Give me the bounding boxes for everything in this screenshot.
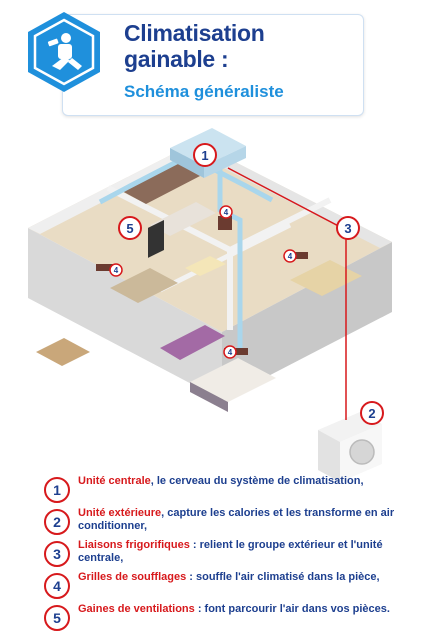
marker-1: 1 <box>193 143 217 167</box>
legend-item: 5 Gaines de ventilations : font parcouri… <box>44 603 414 635</box>
header-card <box>62 14 364 116</box>
legend-description: Unité centrale, le cerveau du système de… <box>78 475 364 487</box>
svg-text:2: 2 <box>368 406 375 421</box>
marker-4-hall: 4 <box>219 205 233 219</box>
grille-bathroom <box>286 252 308 259</box>
sofa <box>160 325 225 360</box>
svg-text:5: 5 <box>126 221 133 236</box>
rug <box>110 268 178 303</box>
logo-hexagon-icon <box>28 12 100 92</box>
page-subtitle: Schéma généraliste <box>124 82 284 101</box>
legend-description: Grilles de soufflages : souffle l'air cl… <box>78 571 380 583</box>
bed <box>190 358 276 402</box>
left-wall <box>28 228 222 400</box>
person-with-tools-icon <box>47 33 82 70</box>
marker-4-living: 4 <box>223 345 237 359</box>
marker-5: 5 <box>118 216 142 240</box>
legend-number-badge: 4 <box>44 573 70 599</box>
svg-text:3: 3 <box>344 221 351 236</box>
bathroom-floor <box>290 260 362 296</box>
legend-number-badge: 1 <box>44 477 70 503</box>
legend-description: Liaisons frigorifiques : relient le grou… <box>78 539 383 564</box>
kitchen-counter <box>120 162 200 204</box>
legend-term: Unité extérieure <box>78 507 162 519</box>
marker-4-kitchen: 4 <box>109 263 123 277</box>
balcony <box>36 338 90 366</box>
grille-kitchen <box>96 264 116 271</box>
legend-item: 3 Liaisons frigorifiques : relient le gr… <box>44 539 414 571</box>
dining-table <box>185 256 226 276</box>
legend-number-badge: 2 <box>44 509 70 535</box>
page-title: Climatisation gainable : <box>124 20 265 72</box>
svg-text:4: 4 <box>224 208 229 217</box>
legend-item: 2 Unité extérieure, capture les calories… <box>44 507 414 539</box>
legend-number-badge: 5 <box>44 605 70 631</box>
legend-term: Grilles de soufflages <box>78 571 187 583</box>
legend-number-badge: 3 <box>44 541 70 567</box>
svg-text:4: 4 <box>228 348 233 357</box>
grille-hall <box>218 216 232 230</box>
legend-term: Liaisons frigorifiques <box>78 539 190 551</box>
svg-text:1: 1 <box>201 148 208 163</box>
marker-3: 3 <box>336 216 360 240</box>
legend-description: Gaines de ventilations : font parcourir … <box>78 603 390 615</box>
legend-item: 1 Unité centrale, le cerveau du système … <box>44 475 414 507</box>
legend-term: Unité centrale <box>78 475 151 487</box>
legend-item: 4 Grilles de soufflages : souffle l'air … <box>44 571 414 603</box>
marker-4-bathroom: 4 <box>283 249 297 263</box>
svg-text:4: 4 <box>114 266 119 275</box>
marker-2: 2 <box>360 401 384 425</box>
legend-description: Unité extérieure, capture les calories e… <box>78 507 395 532</box>
svg-text:4: 4 <box>288 252 293 261</box>
tv <box>148 220 164 258</box>
apartment-illustration: 1 3 2 5 4 4 4 4 <box>28 128 392 482</box>
legend-term: Gaines de ventilations <box>78 603 195 615</box>
fan-icon <box>349 439 375 465</box>
